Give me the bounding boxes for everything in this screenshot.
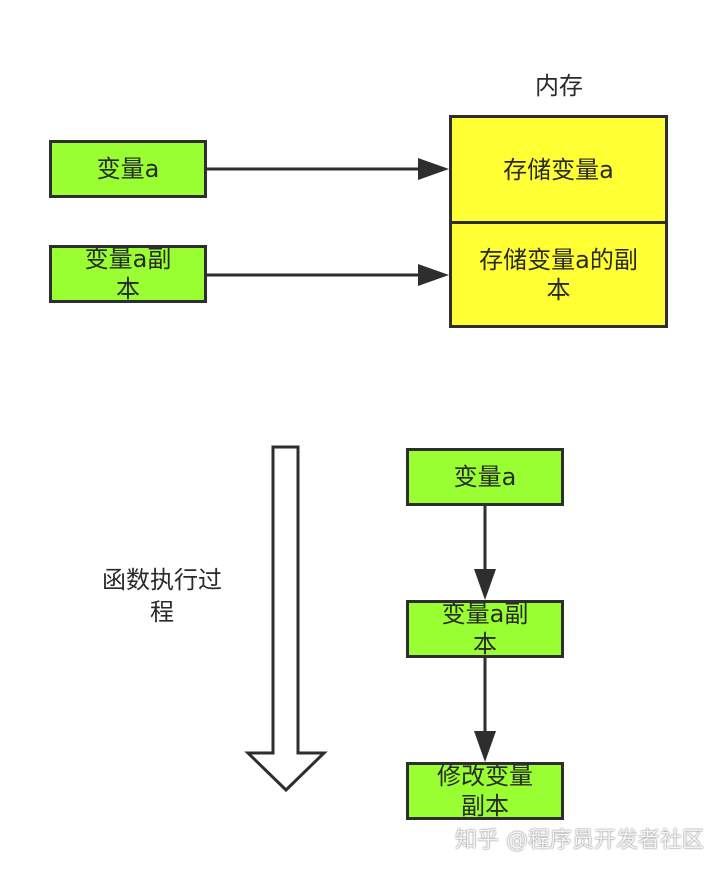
- variable-a-box: 变量a: [49, 140, 207, 198]
- memory-store-copy-box: 存储变量a的副 本: [449, 221, 668, 328]
- process-down-arrow: [244, 445, 328, 793]
- flow-variable-a-box: 变量a: [406, 448, 564, 506]
- flow-variable-a-copy-box: 变量a副 本: [406, 600, 564, 658]
- arrowhead-flow-a-to-copy: [474, 569, 496, 600]
- memory-store-a-box: 存储变量a: [449, 115, 668, 224]
- process-label: 函数执行过 程: [102, 566, 222, 626]
- arrowhead-var-a-to-memory: [418, 158, 449, 180]
- memory-label: 内存: [535, 72, 583, 100]
- variable-a-copy-box: 变量a副 本: [49, 245, 207, 303]
- arrowhead-var-a-copy-to-memory: [418, 264, 449, 286]
- watermark: 知乎 @程序员开发者社区: [455, 828, 704, 853]
- flow-modify-copy-box: 修改变量 副本: [406, 762, 564, 820]
- arrowhead-flow-copy-to-modify: [474, 731, 496, 762]
